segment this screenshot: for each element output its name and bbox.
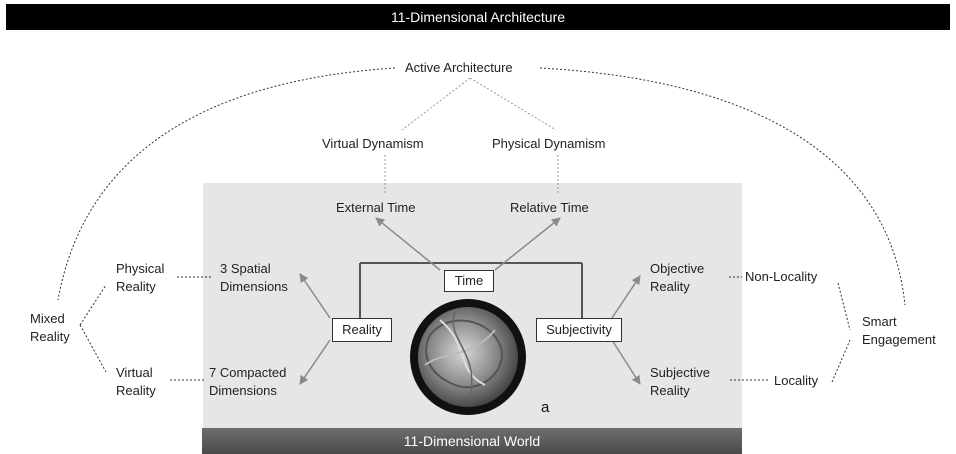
objective-reality-line-2: Reality (650, 279, 690, 294)
mixed-to-virtual (79, 324, 107, 373)
mixed-to-physical (79, 284, 107, 326)
virtual-dynamism-label: Virtual Dynamism (322, 136, 424, 151)
header-bar: 11-Dimensional Architecture (6, 4, 950, 30)
arrow-external-time (375, 217, 441, 271)
reality-box: Reality (332, 318, 392, 342)
arrow-subjective (611, 339, 641, 385)
mixed-reality-line-1: Mixed (30, 311, 65, 327)
figure-letter: a (541, 399, 550, 416)
smart-engagement-line-2: Engagement (862, 332, 936, 348)
objective-reality-line-1: Objective (650, 261, 705, 276)
locality-to-smart (831, 339, 851, 383)
arrow-objective (611, 275, 641, 319)
mixed-reality-line-2: Reality (30, 329, 70, 345)
physical-dynamism-label: Physical Dynamism (492, 136, 606, 151)
compacted-dimensions-line-2: Dimensions (209, 383, 277, 398)
right-arc (539, 67, 906, 306)
locality-label: Locality (774, 373, 819, 388)
footer-bar: 11-Dimensional World (202, 428, 742, 454)
spatial-dimensions-line-2: Dimensions (220, 279, 288, 294)
subjectivity-box: Subjectivity (536, 318, 622, 342)
external-time-label: External Time (336, 200, 416, 215)
nonlocality-to-smart (837, 282, 851, 331)
active-architecture-label: Active Architecture (402, 60, 516, 76)
calabi-yau-image (410, 299, 526, 415)
physical-reality-line-2: Reality (116, 279, 156, 294)
arrow-spatial (299, 273, 331, 319)
compacted-dimensions-line-1: 7 Compacted (209, 365, 287, 380)
left-arc (57, 67, 396, 301)
aa-to-vd (401, 77, 471, 131)
virtual-reality-line-2: Reality (116, 383, 156, 398)
time-box: Time (444, 270, 494, 292)
spatial-dimensions-line-1: 3 Spatial (220, 261, 271, 276)
arrow-relative-time (494, 217, 561, 271)
arrow-compacted (299, 339, 331, 385)
physical-reality-line-1: Physical (116, 261, 165, 276)
smart-engagement-line-1: Smart (862, 314, 897, 330)
subjective-reality-line-2: Reality (650, 383, 690, 398)
relative-time-label: Relative Time (510, 200, 589, 215)
non-locality-label: Non-Locality (745, 269, 818, 284)
aa-to-pd (469, 77, 557, 131)
subjective-reality-line-1: Subjective (650, 365, 710, 380)
virtual-reality-line-1: Virtual (116, 365, 153, 380)
